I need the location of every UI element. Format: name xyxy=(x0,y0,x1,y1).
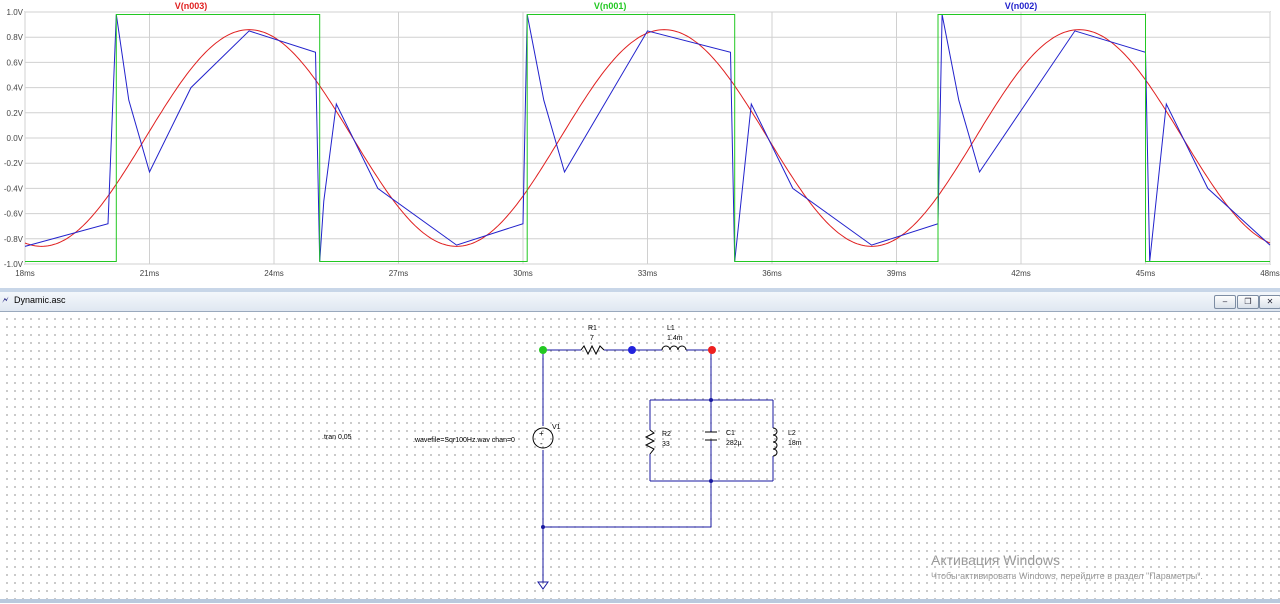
pane-splitter[interactable] xyxy=(0,288,1280,292)
tran-directive[interactable]: .tran 0.05 xyxy=(322,434,352,441)
node-n001-marker[interactable] xyxy=(539,346,547,354)
c1-value: 282µ xyxy=(726,440,742,447)
x-tick-label: 39ms xyxy=(887,269,907,278)
restore-button[interactable]: ❐ xyxy=(1237,295,1259,309)
voltage-source-v1[interactable]: + - V1 xyxy=(532,424,561,449)
activation-watermark-subtitle: Чтобы активировать Windows, перейдите в … xyxy=(931,571,1203,581)
x-tick-label: 33ms xyxy=(638,269,658,278)
junction-dots xyxy=(541,398,713,529)
y-tick-label: 0.4V xyxy=(7,84,24,93)
node-n002-marker[interactable] xyxy=(628,346,636,354)
r1-value: 7 xyxy=(590,335,594,342)
resistor-r2[interactable]: R2 33 xyxy=(644,429,671,455)
schematic-window[interactable]: 🗲 Dynamic.asc ‒ ❐ ✕ xyxy=(0,292,1280,603)
l2-value: 18m xyxy=(788,440,802,447)
resistor-r1[interactable]: R1 7 xyxy=(580,325,605,356)
y-tick-label: -0.6V xyxy=(4,210,24,219)
plot-legend: V(n003) V(n001) V(n002) xyxy=(175,1,1038,11)
y-tick-label: -0.8V xyxy=(4,235,24,244)
y-tick-label: 0.0V xyxy=(7,134,24,143)
capacitor-c1[interactable]: C1 282µ xyxy=(705,430,742,447)
r1-name: R1 xyxy=(588,325,597,332)
x-tick-label: 18ms xyxy=(15,269,35,278)
ground-symbol[interactable] xyxy=(537,581,549,590)
x-tick-label: 48ms xyxy=(1260,269,1280,278)
x-tick-label: 45ms xyxy=(1136,269,1156,278)
ltspice-app-icon: 🗲 xyxy=(2,295,9,306)
waveform-plot-pane[interactable]: 1.0V 0.8V 0.6V 0.4V 0.2V 0.0V -0.2V -0.4V -0.6V -… xyxy=(0,0,1280,288)
plot-grid xyxy=(24,11,1271,265)
svg-text:-: - xyxy=(540,439,543,448)
waveform-chart[interactable]: 1.0V 0.8V 0.6V 0.4V 0.2V 0.0V -0.2V -0.4V -0.6V -… xyxy=(0,0,1280,288)
schematic-canvas[interactable]: R1 7 L1 1.4m + - V1 R2 33 C xyxy=(0,312,1280,599)
c1-name: C1 xyxy=(726,430,735,437)
minimize-button[interactable]: ‒ xyxy=(1214,295,1236,309)
l2-name: L2 xyxy=(788,430,796,437)
r2-value: 33 xyxy=(662,441,670,448)
node-n003-marker[interactable] xyxy=(708,346,716,354)
x-tick-label: 21ms xyxy=(140,269,160,278)
close-button[interactable]: ✕ xyxy=(1259,295,1280,309)
activation-watermark-title: Активация Windows xyxy=(931,552,1061,568)
l1-value: 1.4m xyxy=(667,335,683,342)
y-tick-label: 0.6V xyxy=(7,58,24,67)
schematic-titlebar[interactable]: 🗲 Dynamic.asc ‒ ❐ ✕ xyxy=(0,292,1280,312)
y-tick-label: 0.2V xyxy=(7,109,24,118)
legend-entry: V(n002) xyxy=(1005,1,1038,11)
inductor-l1[interactable]: L1 1.4m xyxy=(661,325,687,351)
y-tick-label: 0.8V xyxy=(7,33,24,42)
trace-v-n002 xyxy=(24,14,1271,262)
v1-name: V1 xyxy=(552,424,561,431)
trace-v-n001 xyxy=(25,14,1270,262)
legend-entry: V(n001) xyxy=(594,1,627,11)
x-tick-label: 27ms xyxy=(389,269,409,278)
bottom-scroll-strip xyxy=(0,599,1280,603)
y-tick-label: -1.0V xyxy=(4,260,24,269)
y-tick-label: -0.2V xyxy=(4,159,24,168)
inductor-l2[interactable]: L2 18m xyxy=(772,427,802,457)
wavefile-directive[interactable]: .wavefile=Sqr100Hz.wav chan=0 xyxy=(413,437,515,444)
trace-v-n003 xyxy=(24,29,1271,247)
x-tick-label: 36ms xyxy=(762,269,782,278)
y-tick-label: -0.4V xyxy=(4,184,24,193)
window-title: Dynamic.asc xyxy=(14,295,66,305)
legend-entry: V(n003) xyxy=(175,1,208,11)
x-tick-label: 30ms xyxy=(513,269,533,278)
x-tick-label: 42ms xyxy=(1011,269,1031,278)
svg-text:+: + xyxy=(539,429,544,438)
y-tick-label: 1.0V xyxy=(7,8,24,17)
r2-name: R2 xyxy=(662,431,671,438)
wires[interactable] xyxy=(542,349,774,582)
schematic-drawing[interactable]: R1 7 L1 1.4m + - V1 R2 33 C xyxy=(0,312,1280,599)
x-tick-label: 24ms xyxy=(264,269,284,278)
l1-name: L1 xyxy=(667,325,675,332)
plot-traces xyxy=(24,14,1271,262)
plot-axes: 1.0V 0.8V 0.6V 0.4V 0.2V 0.0V -0.2V -0.4V -0.6V -… xyxy=(4,8,1280,278)
